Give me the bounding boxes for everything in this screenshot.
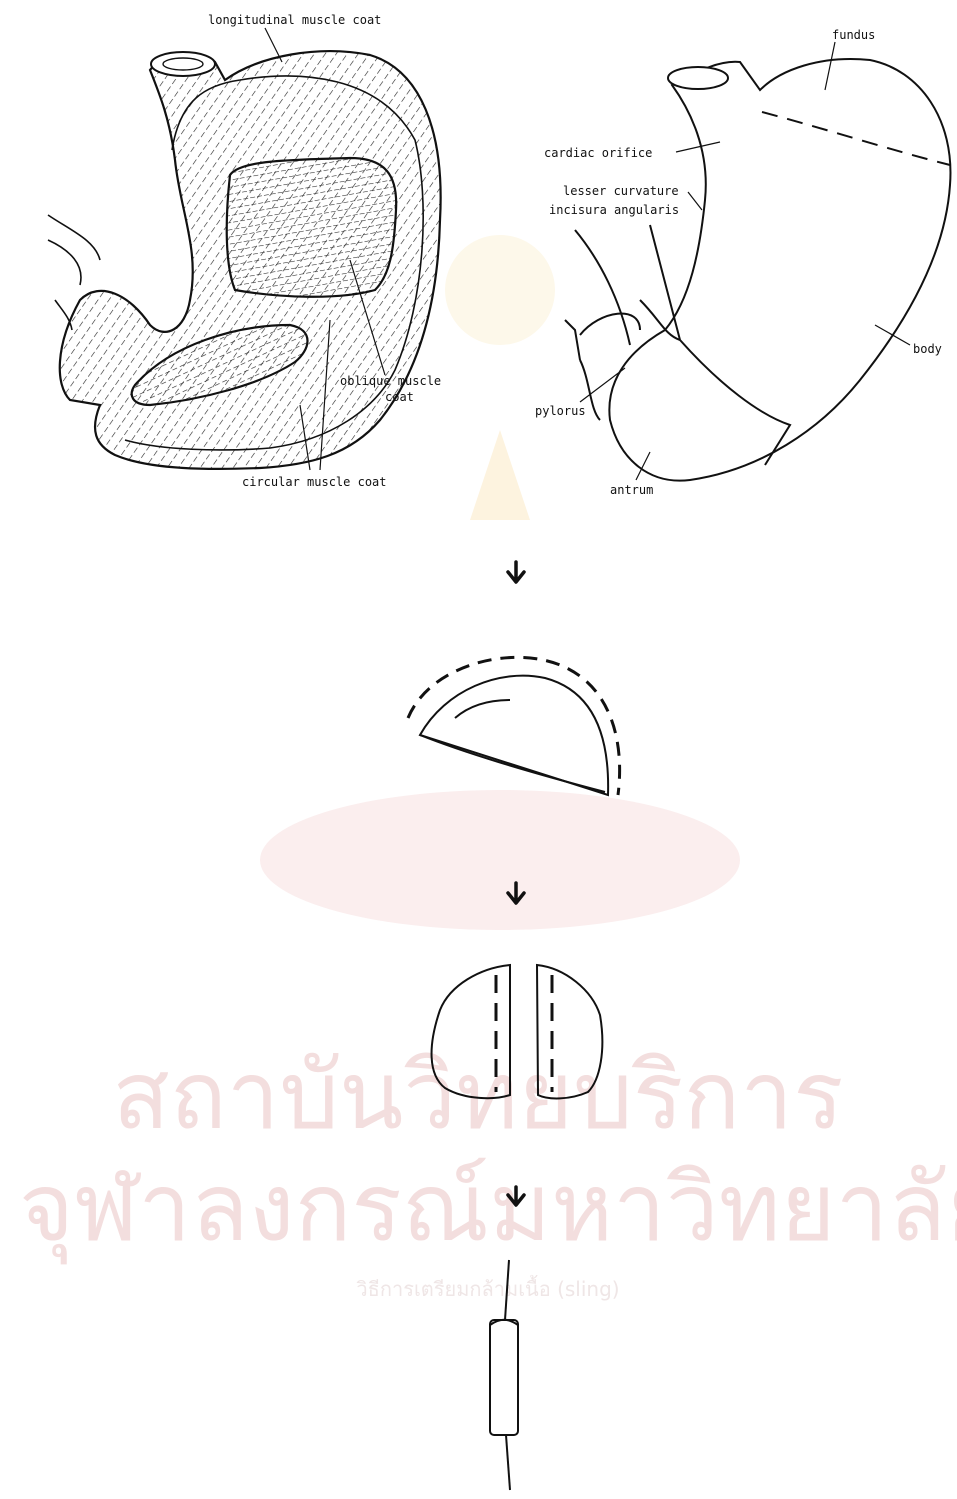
leader-pylorus (580, 368, 625, 402)
incisura-lines (575, 225, 680, 345)
oblique-coat-window (227, 158, 396, 297)
fundus-dashed-line (762, 112, 950, 165)
stomach-muscle-coats-drawing (48, 28, 441, 470)
sheet-inner-fold (455, 700, 510, 718)
leader-body (875, 325, 910, 345)
lower-thread (506, 1435, 510, 1490)
leader-longitudinal (265, 28, 282, 62)
leader-fundus (825, 42, 835, 90)
sheet-outline (420, 676, 608, 795)
sheet-dashed-outline (408, 657, 620, 795)
watermark-emblem-base (260, 790, 740, 930)
leader-lesser (688, 192, 702, 210)
watermark-caption: วิธีการเตรียมกล้ามเนื้อ (sling) (356, 1275, 619, 1301)
watermark-emblem-crown (470, 430, 530, 520)
label-body: body (913, 342, 942, 356)
label-oblique-coat: coat (385, 390, 414, 404)
down-arrow-1 (508, 562, 524, 582)
tube-body (490, 1320, 518, 1435)
label-circular-muscle-coat: circular muscle coat (242, 475, 387, 489)
label-oblique-muscle: oblique muscle (340, 374, 441, 388)
watermark-line2: จุฬาลงกรณ์มหาวิทยาลัย (19, 1154, 957, 1265)
right-esophagus-opening (668, 67, 728, 89)
excised-muscle-sheet (408, 657, 620, 795)
label-cardiac-orifice: cardiac orifice (544, 146, 652, 160)
label-fundus: fundus (832, 28, 875, 42)
stomach-regions-drawing (565, 42, 950, 481)
label-incisura-angularis: incisura angularis (549, 203, 679, 217)
label-lesser-curvature: lesser curvature (563, 184, 679, 198)
watermark-emblem-sun (445, 235, 555, 345)
right-stomach-outline (609, 59, 950, 481)
antrum-boundary (680, 340, 790, 465)
leader-cardiac (676, 142, 720, 152)
esophagus-lumen (163, 58, 203, 70)
label-pylorus: pylorus (535, 404, 586, 418)
label-longitudinal-muscle-coat: longitudinal muscle coat (208, 13, 381, 27)
watermark-line1: สถาบันวิทยบริการ (112, 1042, 843, 1151)
label-antrum: antrum (610, 483, 653, 497)
